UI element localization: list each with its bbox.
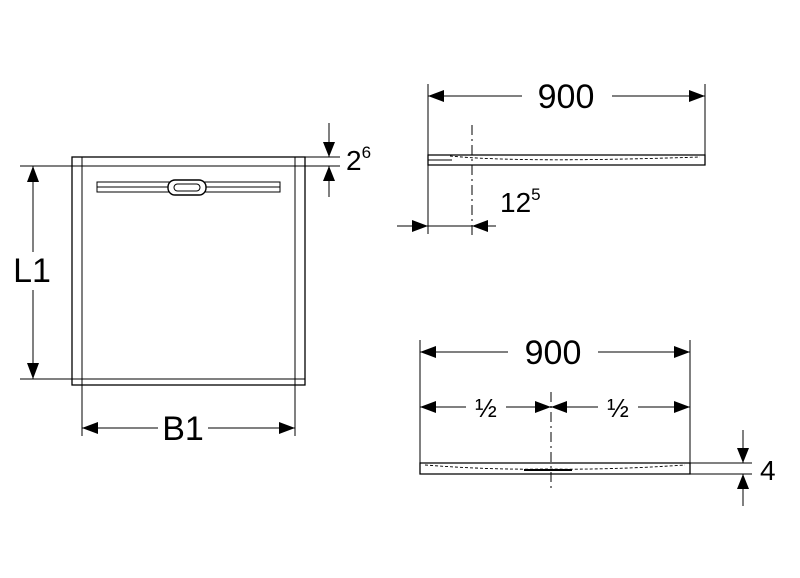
b1-arrow-left [82, 422, 98, 434]
b1-label-bg [158, 412, 208, 444]
l1-label-bg [12, 252, 52, 290]
half-left-arrow-left [420, 401, 436, 413]
front-view: 900 ½ ½ 4 [419, 331, 776, 506]
half-right-arrow-right [674, 401, 690, 413]
b1-label: B1 [162, 410, 204, 448]
front-900-arrow-left [420, 346, 436, 358]
half-left-arrow-right [535, 401, 551, 413]
half-left-label-bg [466, 390, 506, 424]
front-height-arrow-top [737, 448, 749, 463]
tray-outline [71, 156, 306, 386]
l1-arrow-bottom [27, 363, 39, 379]
half-right-label-bg [598, 390, 638, 424]
side-offset-arrow-right [472, 220, 488, 232]
edge-height-arrow-bottom [323, 166, 335, 181]
side-view: 900 125 [397, 76, 706, 238]
edge-height-value: 26 [346, 143, 371, 176]
side-900-arrow-right [689, 90, 705, 102]
half-left-label: ½ [475, 393, 497, 423]
l1-arrow-top [27, 166, 39, 182]
side-tray-section [427, 154, 706, 166]
l1-label: L1 [13, 252, 51, 290]
front-tray-section [419, 462, 691, 475]
half-right-arrow-left [551, 401, 567, 413]
side-offset-value: 125 [500, 185, 541, 218]
edge-height-arrow-top [323, 142, 335, 157]
side-900-label-bg [522, 76, 612, 114]
plan-view: L1 B1 26 [12, 123, 371, 448]
half-right-label: ½ [607, 393, 629, 423]
b1-arrow-right [279, 422, 295, 434]
front-height-label: 4 [760, 455, 776, 486]
side-offset-arrow-left [412, 220, 428, 232]
side-900-label: 900 [538, 78, 595, 116]
drain-outlet-inner [173, 183, 201, 192]
front-900-label-bg [508, 331, 598, 369]
front-900-arrow-right [674, 346, 690, 358]
front-900-label: 900 [525, 334, 582, 372]
front-height-arrow-bottom [737, 474, 749, 489]
side-slope-line [449, 155, 701, 161]
side-900-arrow-left [428, 90, 444, 102]
front-slope-line [424, 464, 686, 470]
